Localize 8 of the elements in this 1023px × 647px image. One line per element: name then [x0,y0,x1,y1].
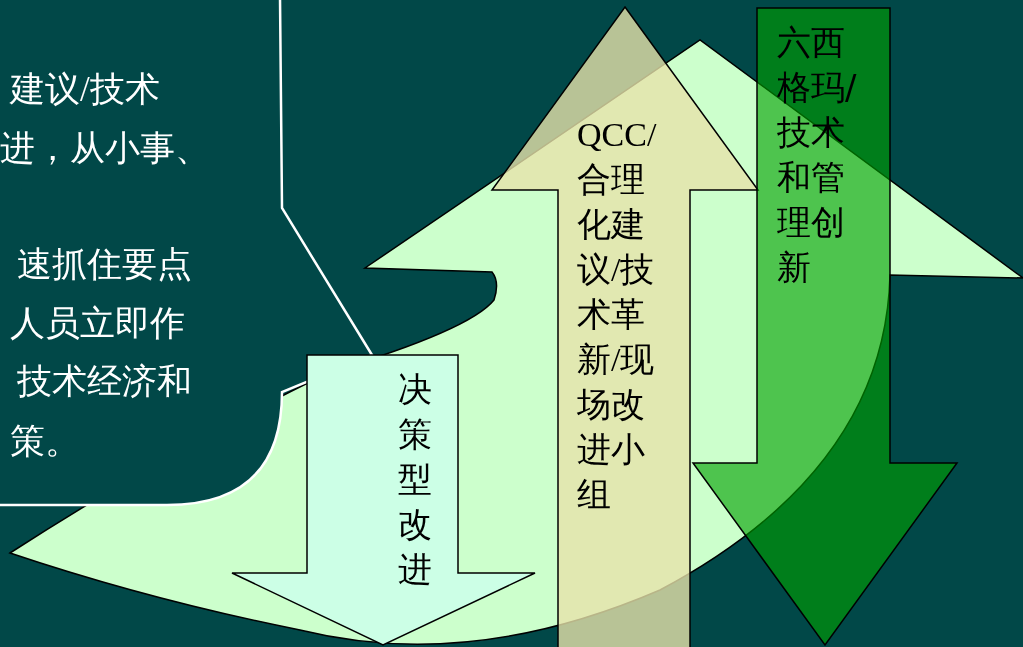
callout-text: 人员立即作 [10,304,185,344]
arrow-label: QCC/合理化建议/技术革新/现场改进小组 [577,115,658,515]
arrow-label: 决策型改进 [398,370,433,590]
callout-text: 技术经济和 [17,362,192,402]
callout-text: 进，从小事、 [0,129,210,169]
callout-text: 建议/技术 [10,70,160,110]
callout-text: 速抓住要点 [17,245,192,285]
callout-text: 策。 [10,422,80,462]
